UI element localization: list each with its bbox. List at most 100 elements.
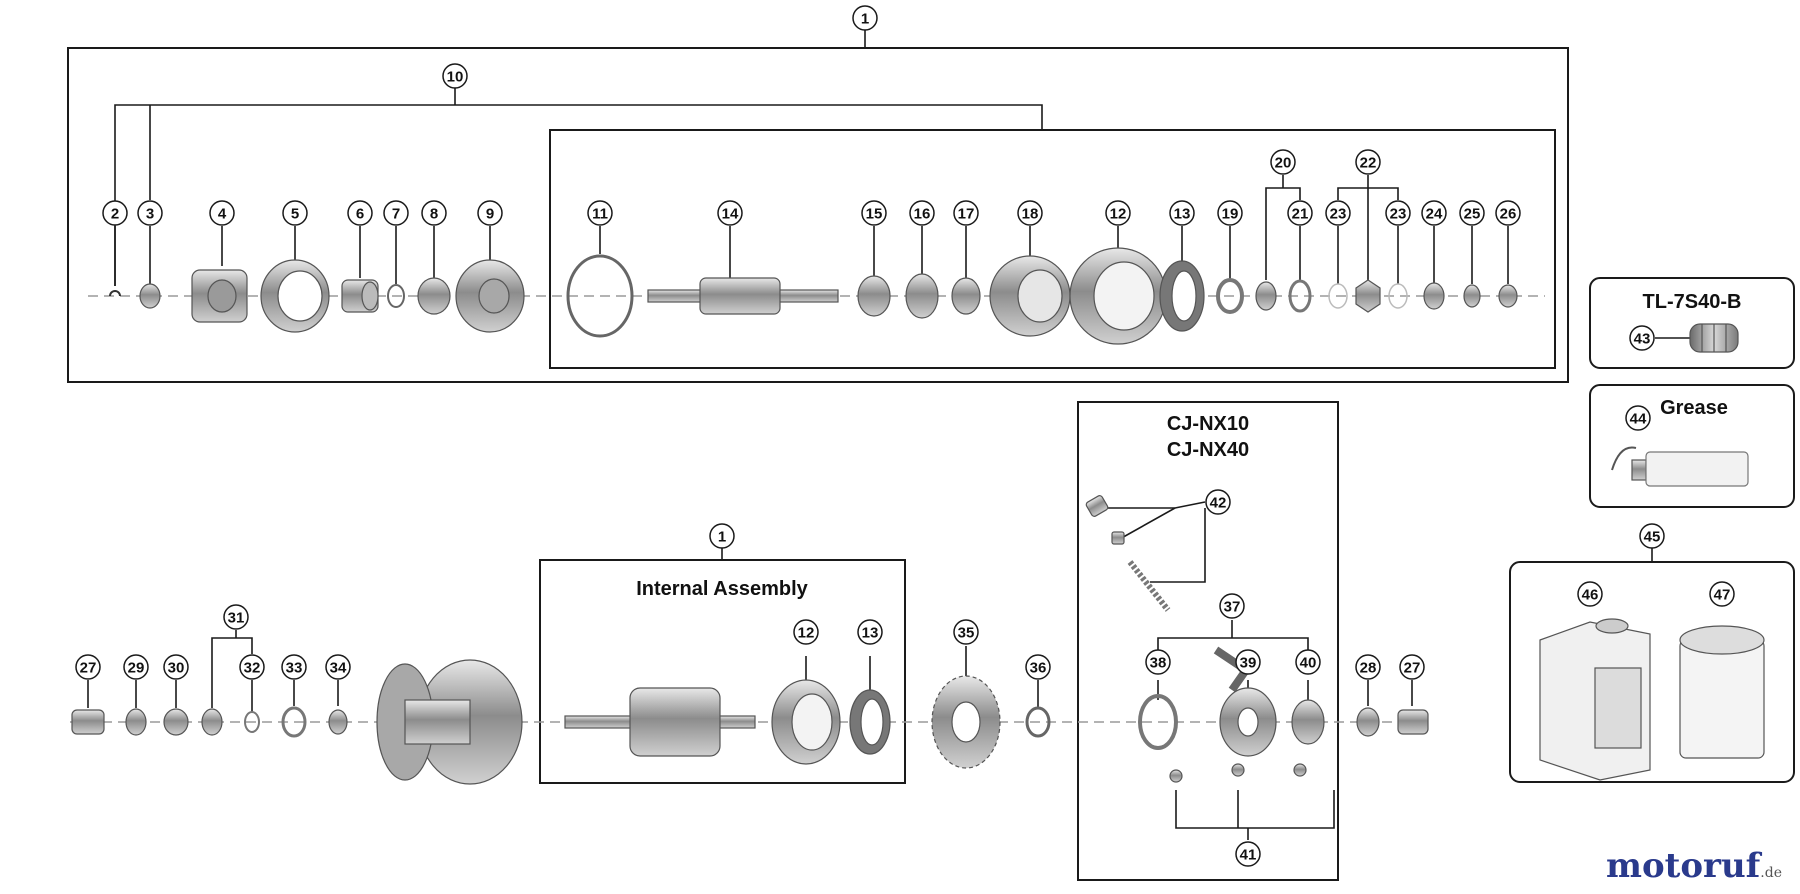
part-number-badge-14: 14 xyxy=(717,200,743,226)
part-29-lock xyxy=(125,708,147,736)
part-number-badge-36: 36 xyxy=(1025,654,1051,680)
part-8-ring xyxy=(417,277,451,315)
part-number-badge-23: 23 xyxy=(1385,200,1411,226)
part-number-badge-42: 42 xyxy=(1205,489,1231,515)
part-2-clip xyxy=(109,290,121,297)
tool-title: TL-7S40-B xyxy=(1643,291,1742,313)
part-18-ring-gear xyxy=(989,255,1071,337)
internal-part-13-seal xyxy=(849,689,891,755)
part-number-label: 12 xyxy=(798,625,815,642)
internal-assembly-title: Internal Assembly xyxy=(636,578,808,600)
part-number-badge-30: 30 xyxy=(163,654,189,680)
part-number-label: 42 xyxy=(1210,495,1227,512)
part-number-badge-38: 38 xyxy=(1145,649,1171,675)
part-number-badge-33: 33 xyxy=(281,654,307,680)
part-number-label: 9 xyxy=(486,206,494,223)
part-number-label: 11 xyxy=(592,206,608,223)
hub-shell xyxy=(376,659,523,785)
part-number-label: 28 xyxy=(1360,660,1377,677)
part-26-cap xyxy=(1498,284,1518,308)
part-number-label: 29 xyxy=(128,660,145,677)
part-number-badge-11: 11 xyxy=(587,200,613,226)
part-number-badge-16: 16 xyxy=(909,200,935,226)
part-number-label: 3 xyxy=(146,206,154,223)
part-number-label: 1 xyxy=(718,529,726,546)
part-number-label: 10 xyxy=(447,69,464,86)
part-24-nut xyxy=(1423,282,1445,310)
part-number-label: 31 xyxy=(228,610,245,627)
part-number-badge-34: 34 xyxy=(325,654,351,680)
part-number-label: 16 xyxy=(914,206,931,223)
part-number-badge-24: 24 xyxy=(1421,200,1447,226)
part-number-label: 36 xyxy=(1030,660,1047,677)
part-number-label: 1 xyxy=(861,11,869,28)
logo-suffix: .de xyxy=(1760,865,1782,881)
part-number-badge-47: 47 xyxy=(1709,581,1735,607)
part-number-badge-29: 29 xyxy=(123,654,149,680)
part-number-badge-41: 41 xyxy=(1235,841,1261,867)
part-number-badge-8: 8 xyxy=(421,200,447,226)
part-number-label: 34 xyxy=(330,660,347,677)
part-42-cable-parts xyxy=(1085,495,1171,612)
part-number-label: 17 xyxy=(958,206,975,223)
part-number-label: 6 xyxy=(356,206,364,223)
part-9-carrier xyxy=(455,259,525,333)
part-number-badge-40: 40 xyxy=(1295,649,1321,675)
part-number-label: 8 xyxy=(430,206,438,223)
part-number-badge-27: 27 xyxy=(1399,654,1425,680)
part-number-label: 33 xyxy=(286,660,303,677)
part-46-oil-can xyxy=(1539,618,1651,781)
part-number-badge-31: 31 xyxy=(223,604,249,630)
part-number-label: 46 xyxy=(1582,587,1599,604)
part-44-grease-tube xyxy=(1611,446,1749,487)
part-number-badge-26: 26 xyxy=(1495,200,1521,226)
part-32-washer xyxy=(244,711,260,733)
part-number-badge-12: 12 xyxy=(1105,200,1131,226)
part-number-label: 19 xyxy=(1222,206,1239,223)
part-number-badge-20: 20 xyxy=(1270,149,1296,175)
part-number-label: 35 xyxy=(958,625,975,642)
part-38-ring xyxy=(1138,694,1178,750)
part-35-sprocket xyxy=(931,675,1001,769)
internal-assembly-core xyxy=(564,687,756,757)
part-12-cap xyxy=(1069,247,1167,345)
part-40-holder xyxy=(1291,699,1325,745)
part-number-label: 30 xyxy=(168,660,185,677)
part-number-badge-27: 27 xyxy=(75,654,101,680)
part-number-badge-37: 37 xyxy=(1219,593,1245,619)
part-number-label: 39 xyxy=(1240,655,1257,672)
part-number-badge-28: 28 xyxy=(1355,654,1381,680)
part-number-badge-12: 12 xyxy=(793,619,819,645)
part-number-label: 13 xyxy=(1174,206,1191,223)
part-33-ring xyxy=(281,706,307,738)
part-number-badge-25: 25 xyxy=(1459,200,1485,226)
cj-model-title-2: CJ-NX40 xyxy=(1167,439,1249,461)
part-number-badge-46: 46 xyxy=(1577,581,1603,607)
part-number-label: 23 xyxy=(1390,206,1407,223)
part-number-badge-23: 23 xyxy=(1325,200,1351,226)
part-7-washer xyxy=(387,284,405,308)
part-number-badge-13: 13 xyxy=(1169,200,1195,226)
part-11-gear-ring xyxy=(566,254,634,338)
part-number-badge-45: 45 xyxy=(1639,523,1665,549)
part-number-label: 45 xyxy=(1644,529,1661,546)
grease-title: Grease xyxy=(1660,397,1728,419)
cj-model-title-1: CJ-NX10 xyxy=(1167,413,1249,435)
part-number-badge-35: 35 xyxy=(953,619,979,645)
part-number-label: 18 xyxy=(1022,206,1039,223)
leader-lines xyxy=(87,30,1690,840)
logo-text: motoruf xyxy=(1606,846,1761,886)
part-number-badge-32: 32 xyxy=(239,654,265,680)
part-number-badge-18: 18 xyxy=(1017,200,1043,226)
part-43-tool xyxy=(1689,323,1739,353)
part-number-label: 13 xyxy=(862,625,879,642)
part-number-label: 27 xyxy=(80,660,97,677)
upper-assembly-frame xyxy=(67,47,1569,383)
part-21-washer xyxy=(1288,279,1312,313)
part-number-label: 5 xyxy=(291,206,299,223)
part-number-label: 23 xyxy=(1330,206,1347,223)
part-17-gear xyxy=(951,277,981,315)
part-31-cone xyxy=(201,708,223,736)
part-number-label: 15 xyxy=(866,206,883,223)
part-number-label: 44 xyxy=(1630,411,1647,428)
